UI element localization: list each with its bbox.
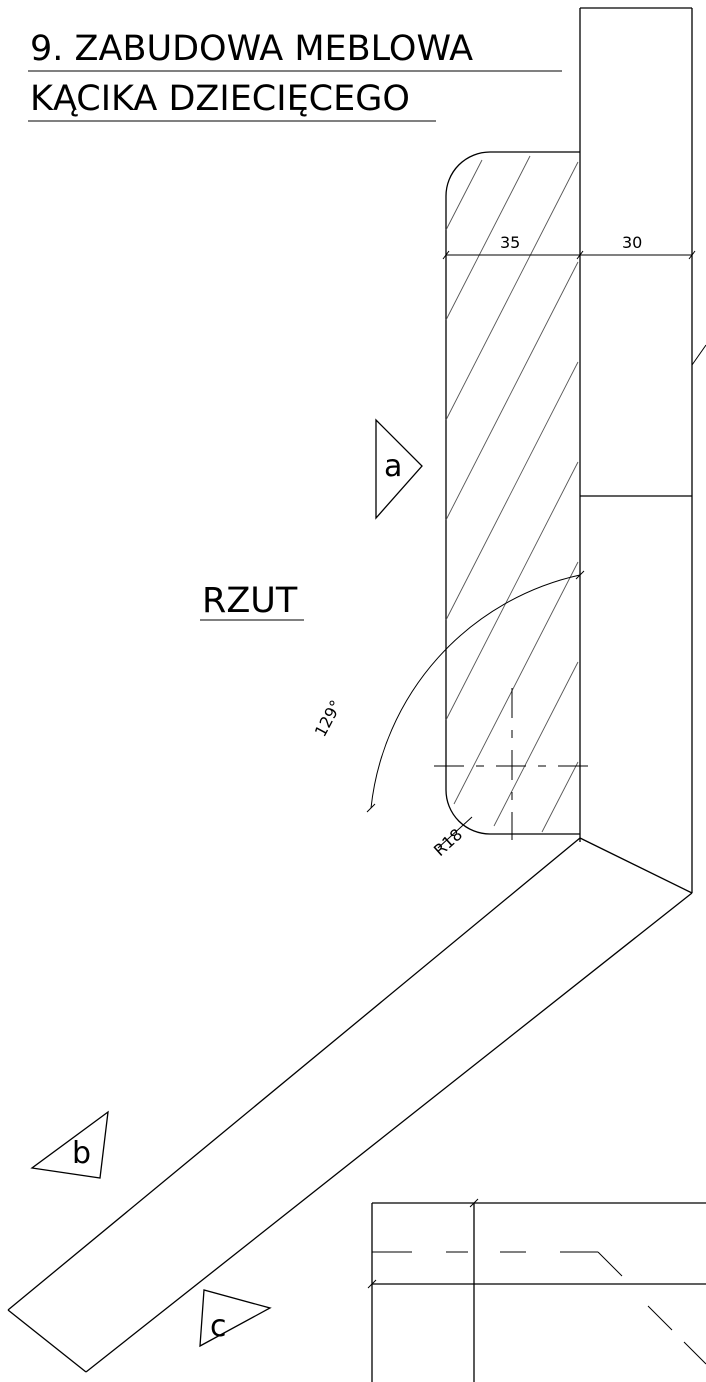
section-piece xyxy=(434,151,592,840)
section-outline xyxy=(445,151,580,835)
dimension-30: 30 xyxy=(622,233,642,252)
angle-dimension: 129° xyxy=(311,570,585,813)
marker-a-label: a xyxy=(384,449,402,484)
angle-value: 129° xyxy=(311,697,346,740)
right-panel xyxy=(579,7,706,893)
angled-panel xyxy=(7,837,693,1373)
marker-b-label: b xyxy=(72,1136,91,1171)
hatching xyxy=(445,155,579,833)
view-marker-c: c xyxy=(199,1289,272,1348)
radius-dimension: R18 xyxy=(430,816,473,860)
title-line-2: KĄCIKA DZIECIĘCEGO xyxy=(30,79,410,119)
partial-view xyxy=(367,1198,706,1382)
view-marker-b: b xyxy=(30,1110,109,1179)
title-block: 9. ZABUDOWA MEBLOWA KĄCIKA DZIECIĘCEGO xyxy=(28,29,562,122)
angle-arc xyxy=(370,574,581,809)
view-label: RZUT xyxy=(200,581,304,621)
radius-value: R18 xyxy=(430,825,466,860)
title-line-1: 9. ZABUDOWA MEBLOWA xyxy=(30,29,473,69)
marker-c-label: c xyxy=(210,1309,227,1344)
view-label-text: RZUT xyxy=(202,581,298,621)
dimension-35: 35 xyxy=(500,233,520,252)
view-marker-a: a xyxy=(375,418,423,520)
dimension-widths: 35 30 xyxy=(442,233,696,260)
